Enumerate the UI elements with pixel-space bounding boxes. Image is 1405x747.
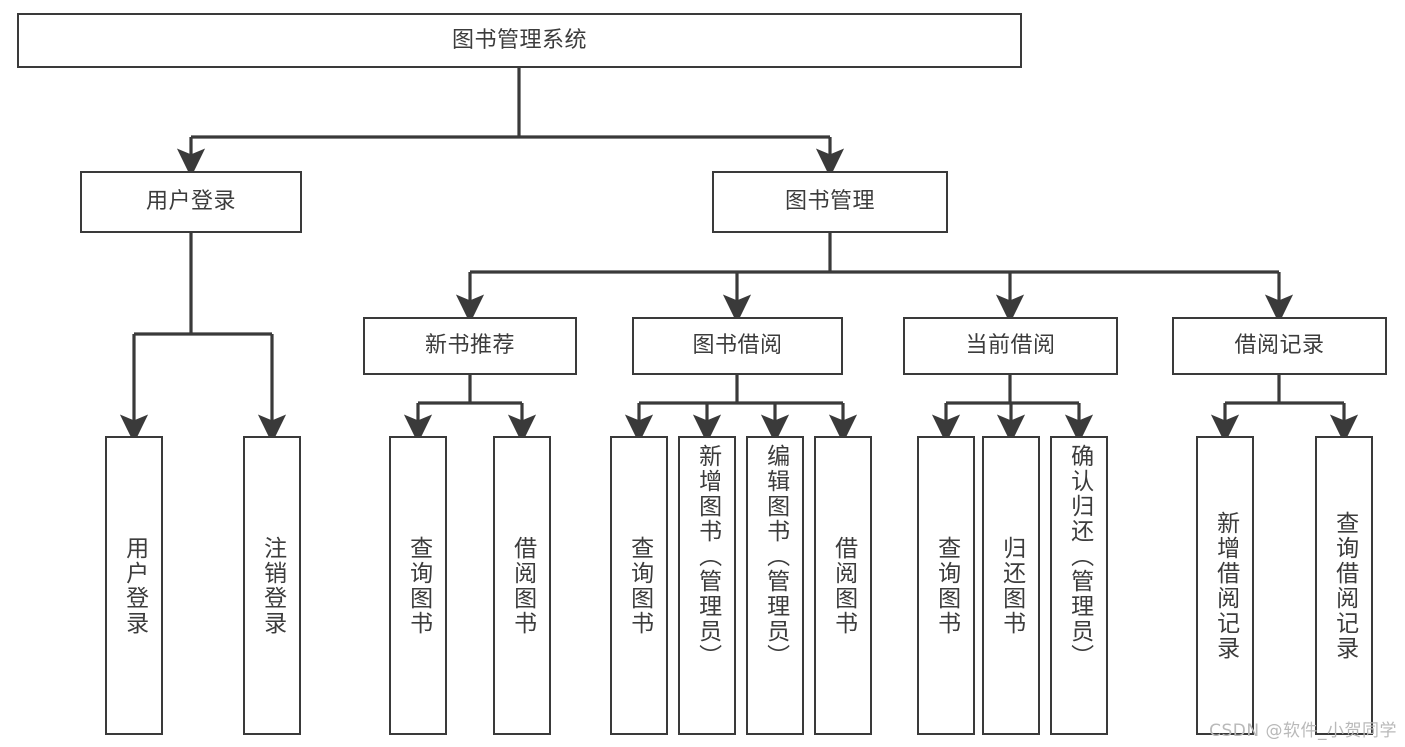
node-root[interactable]: 图书管理系统 — [17, 13, 1022, 68]
node-current-borrow-label: 当前借阅 — [965, 333, 1056, 359]
node-leaf-user-login-label: 用户登录 — [121, 535, 148, 636]
node-leaf-query-book-2[interactable]: 查询图书 — [610, 436, 668, 735]
node-leaf-query-record-label: 查询借阅记录 — [1331, 510, 1358, 661]
node-leaf-return-book[interactable]: 归还图书 — [982, 436, 1040, 735]
node-user-login[interactable]: 用户登录 — [80, 171, 302, 233]
node-book-borrow-label: 图书借阅 — [692, 333, 783, 359]
node-leaf-user-logout[interactable]: 注销登录 — [243, 436, 301, 735]
node-leaf-query-book-1-label: 查询图书 — [405, 535, 432, 636]
node-leaf-edit-book[interactable]: 编辑图书（管理员） — [746, 436, 804, 735]
node-book-manage[interactable]: 图书管理 — [712, 171, 948, 233]
node-leaf-query-book-2-label: 查询图书 — [626, 535, 653, 636]
node-leaf-confirm-return-label: 确认归还（管理员） — [1066, 444, 1093, 669]
node-leaf-return-book-label: 归还图书 — [998, 535, 1025, 636]
csdn-watermark: CSDN @软件_小贺同学 — [1209, 721, 1397, 741]
node-leaf-borrow-book-1[interactable]: 借阅图书 — [493, 436, 551, 735]
node-leaf-user-login[interactable]: 用户登录 — [105, 436, 163, 735]
node-current-borrow[interactable]: 当前借阅 — [903, 317, 1118, 375]
node-leaf-add-book-label: 新增图书（管理员） — [694, 444, 721, 669]
node-root-label: 图书管理系统 — [451, 27, 587, 53]
node-leaf-confirm-return[interactable]: 确认归还（管理员） — [1050, 436, 1108, 735]
node-leaf-borrow-book-2[interactable]: 借阅图书 — [814, 436, 872, 735]
node-leaf-query-book-1[interactable]: 查询图书 — [389, 436, 447, 735]
node-leaf-edit-book-label: 编辑图书（管理员） — [762, 444, 789, 669]
node-leaf-borrow-book-2-label: 借阅图书 — [830, 535, 857, 636]
node-book-borrow[interactable]: 图书借阅 — [632, 317, 843, 375]
node-borrow-record-label: 借阅记录 — [1234, 333, 1325, 359]
node-leaf-add-record[interactable]: 新增借阅记录 — [1196, 436, 1254, 735]
node-book-manage-label: 图书管理 — [784, 189, 875, 215]
node-leaf-query-book-3-label: 查询图书 — [933, 535, 960, 636]
node-user-login-label: 用户登录 — [145, 189, 236, 215]
node-leaf-user-logout-label: 注销登录 — [259, 535, 286, 636]
node-borrow-record[interactable]: 借阅记录 — [1172, 317, 1387, 375]
node-new-book-recommend[interactable]: 新书推荐 — [363, 317, 577, 375]
node-leaf-query-record[interactable]: 查询借阅记录 — [1315, 436, 1373, 735]
node-leaf-borrow-book-1-label: 借阅图书 — [509, 535, 536, 636]
node-new-book-recommend-label: 新书推荐 — [424, 333, 515, 359]
node-leaf-query-book-3[interactable]: 查询图书 — [917, 436, 975, 735]
node-leaf-add-record-label: 新增借阅记录 — [1212, 510, 1239, 661]
node-leaf-add-book[interactable]: 新增图书（管理员） — [678, 436, 736, 735]
